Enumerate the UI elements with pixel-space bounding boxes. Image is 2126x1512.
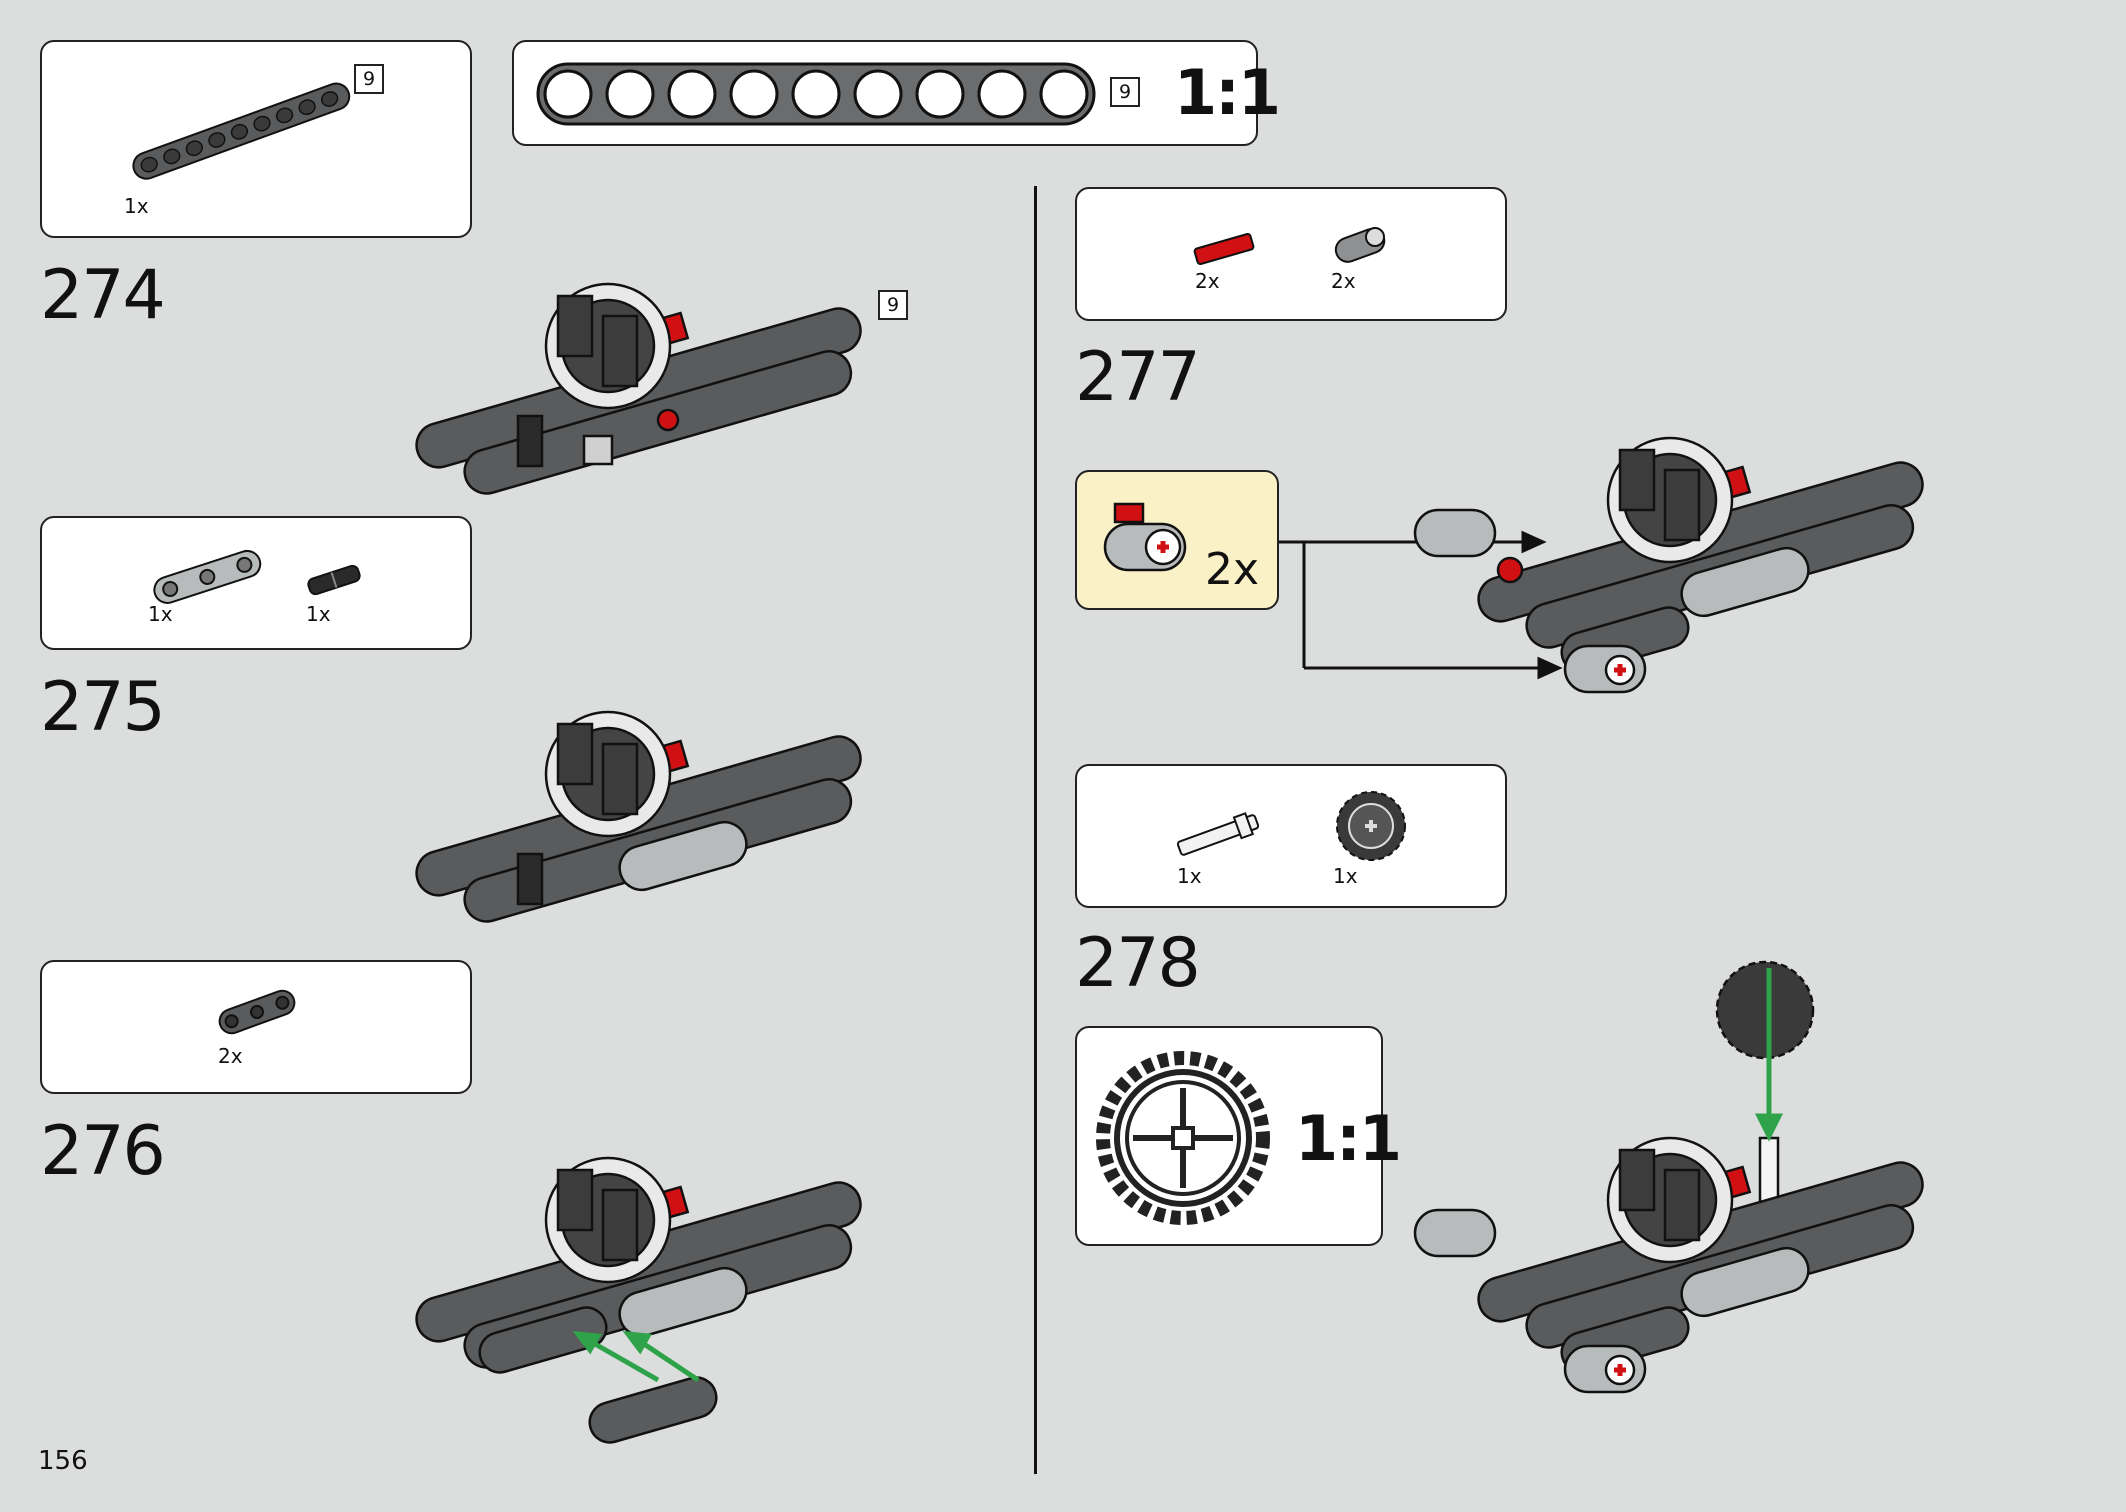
parts-list-274: 9 1x xyxy=(40,40,472,238)
part-quantity: 2x xyxy=(218,1044,243,1068)
gear-scale-box: 1:1 xyxy=(1075,1026,1402,1246)
scale-reference-box: 9 1:1 xyxy=(512,40,1281,146)
scale-label: 1:1 xyxy=(1174,56,1281,129)
assembly-model-275 xyxy=(415,710,862,923)
placement-arrows xyxy=(1279,530,1563,680)
parts-list-278: 1x 1x xyxy=(1075,764,1507,908)
part-quantity: 1x xyxy=(124,194,149,218)
cross-block-subassembly-icon xyxy=(1103,502,1187,572)
parts-list-276: 2x xyxy=(40,960,472,1094)
step-number: 276 xyxy=(40,1112,166,1191)
part-quantity: 1x xyxy=(306,602,331,626)
model-length-badge: 9 xyxy=(878,290,908,320)
step-number: 275 xyxy=(40,668,166,747)
subassembly-callout: 2x xyxy=(1075,470,1279,610)
subassembly-multiplier: 2x xyxy=(1205,544,1260,595)
gear-20-tooth-icon xyxy=(1336,791,1406,861)
parts-list-275: 1x 1x xyxy=(40,516,472,650)
step-number: 274 xyxy=(40,256,166,335)
pin-black-icon xyxy=(307,564,361,596)
part-quantity: 1x xyxy=(1333,864,1358,888)
part-quantity: 2x xyxy=(1195,269,1220,293)
axle-white-icon xyxy=(1176,812,1260,856)
gear-scale-icon xyxy=(1096,1051,1270,1225)
step-number: 278 xyxy=(1075,924,1201,1003)
page-number: 156 xyxy=(38,1446,88,1476)
column-divider xyxy=(1034,186,1037,1474)
length-badge: 9 xyxy=(1110,77,1140,107)
scale-label: 1:1 xyxy=(1295,1102,1402,1175)
assembly-model-276 xyxy=(415,1156,862,1444)
parts-list-277: 2x 2x xyxy=(1075,187,1507,321)
assembly-model-274 xyxy=(415,282,862,495)
step-number: 277 xyxy=(1075,338,1201,417)
beam-9-dark-grey-icon xyxy=(132,82,351,180)
beam-3-light-grey-icon xyxy=(153,549,262,604)
beam-scale-icon xyxy=(536,62,1096,126)
beam-3-dark-grey-icon xyxy=(218,989,296,1035)
assembly-model-277 xyxy=(1413,436,1924,694)
cross-block-grey-icon xyxy=(1334,227,1386,263)
part-quantity: 1x xyxy=(148,602,173,626)
length-badge: 9 xyxy=(354,64,384,94)
assembly-model-278 xyxy=(1413,960,1924,1394)
part-quantity: 1x xyxy=(1177,864,1202,888)
axle-pin-red-icon xyxy=(1193,233,1255,265)
part-quantity: 2x xyxy=(1331,269,1356,293)
